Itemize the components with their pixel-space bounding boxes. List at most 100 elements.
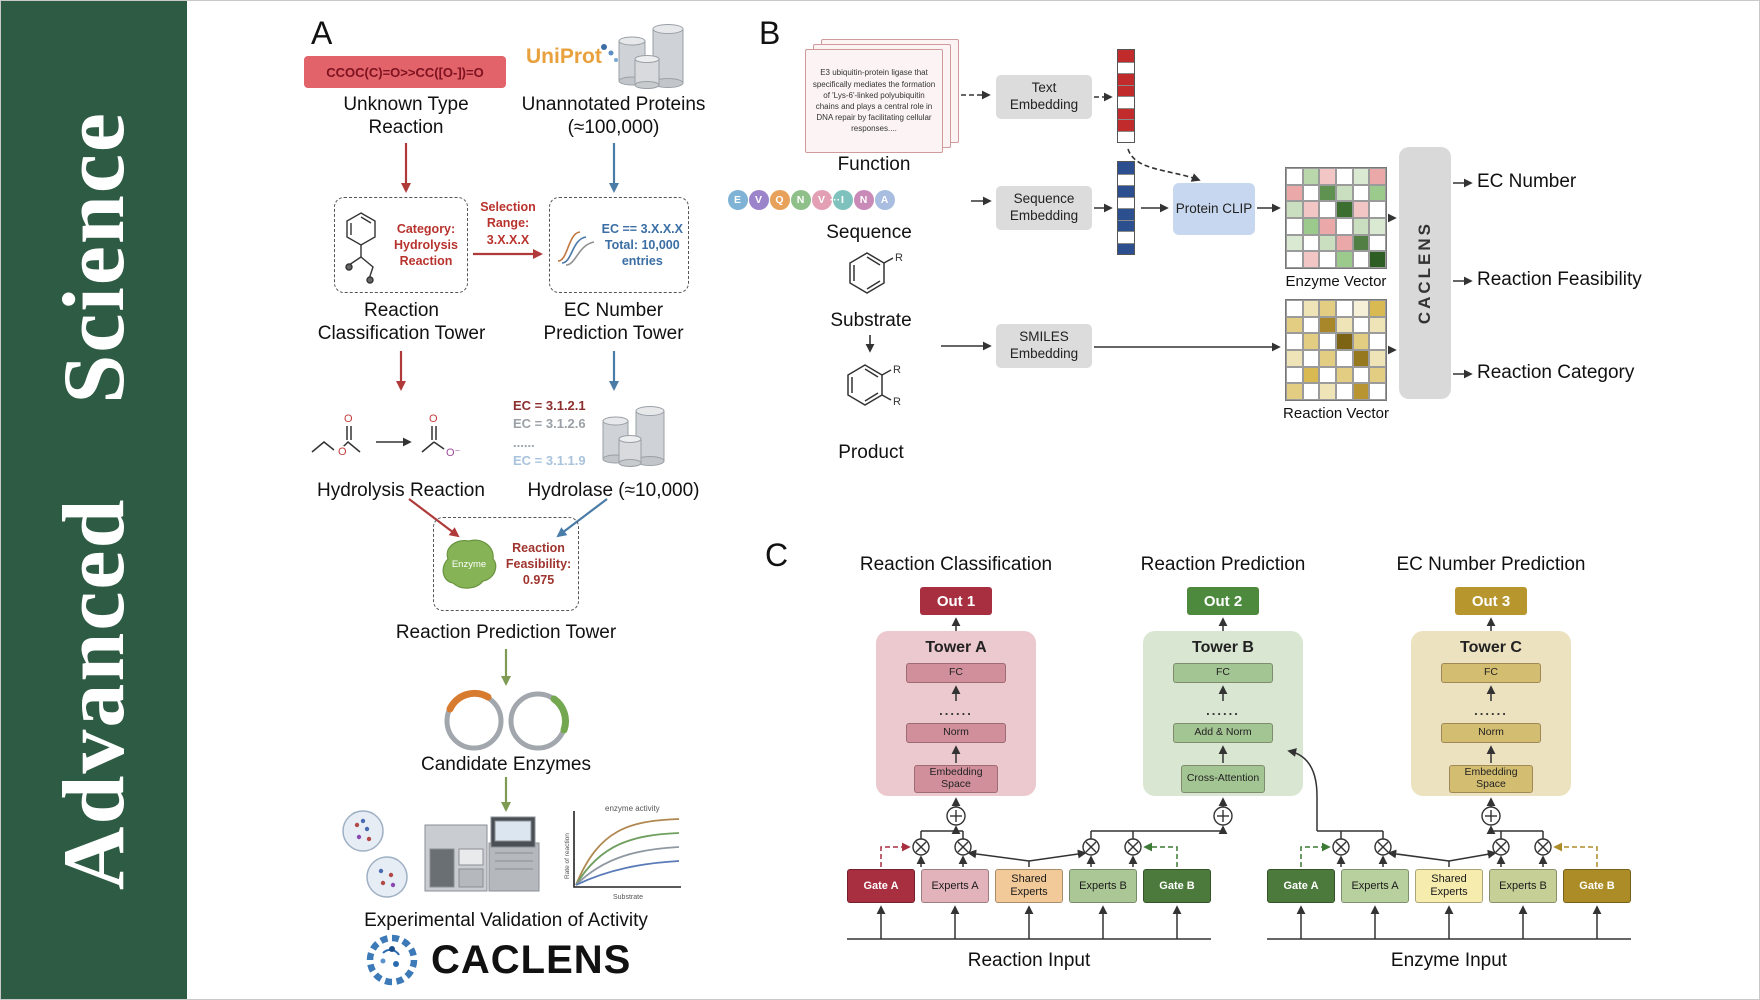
amino-acid-circle: N bbox=[790, 190, 811, 210]
feasibility-box: Enzyme Reaction Feasibility: 0.975 bbox=[433, 517, 579, 611]
category-text: Category: Hydrolysis Reaction bbox=[394, 221, 458, 269]
function-card-stack: E3 ubiquitin-protein ligase that specifi… bbox=[805, 39, 963, 159]
smiles-embedding-box: SMILES Embedding bbox=[996, 324, 1092, 368]
otimes-icon bbox=[1332, 838, 1350, 856]
text-embedding-box: Text Embedding bbox=[996, 75, 1092, 119]
function-label: Function bbox=[837, 154, 911, 175]
caclens-module-box: CACLENS bbox=[1399, 147, 1451, 399]
enzyme-experts-b-box: Experts B bbox=[1489, 869, 1557, 903]
sequence-label: Sequence bbox=[826, 222, 912, 243]
oplus-icon bbox=[1481, 806, 1501, 826]
otimes-icon bbox=[1082, 838, 1100, 856]
sum-nodes bbox=[912, 806, 1552, 856]
caclens-logo-row: CACLENS bbox=[363, 931, 631, 989]
enzyme-vector-grid bbox=[1285, 167, 1387, 269]
uniprot-logo: UniProt bbox=[526, 44, 618, 68]
tower-b: Tower B FC ...... Add & Norm Cross-Atten… bbox=[1143, 631, 1303, 796]
amino-acid-circle: N bbox=[853, 190, 874, 210]
panel-c-label: C bbox=[765, 537, 789, 573]
ec-selection-text: EC == 3.X.X.X Total: 10,000 entries bbox=[601, 221, 683, 269]
database-icon bbox=[618, 24, 684, 89]
panel-c-connectors bbox=[847, 617, 1631, 940]
function-card: E3 ubiquitin-protein ligase that specifi… bbox=[805, 49, 943, 153]
enzyme-blob-label: Enzyme bbox=[452, 559, 486, 570]
plasmid-icons bbox=[444, 689, 569, 751]
reaction-category-box: Category: Hydrolysis Reaction bbox=[334, 197, 468, 293]
tower-c: Tower C FC ...... Norm Embedding Space bbox=[1411, 631, 1571, 796]
hydrolase-label: Hydrolase (≈10,000) bbox=[527, 480, 700, 501]
plot-title: enzyme activity bbox=[605, 804, 660, 813]
reaction-input-label: Reaction Input bbox=[967, 950, 1091, 971]
embedding-space-box: Embedding Space bbox=[1449, 765, 1533, 793]
amino-acid-circle: I bbox=[832, 190, 853, 210]
cross-attention-box: Cross-Attention bbox=[1181, 765, 1265, 793]
feasibility-text: Reaction Feasibility: 0.975 bbox=[505, 540, 572, 588]
enzyme-gate-b-box: Gate B bbox=[1563, 869, 1631, 903]
panel-b-label: B bbox=[759, 15, 781, 51]
out2-box: Out 2 bbox=[1187, 587, 1259, 615]
unannotated-proteins-label: Unannotated Proteins (≈100,000) bbox=[521, 94, 706, 139]
plot-x-label: Substrate bbox=[613, 894, 643, 901]
ec-tower-label: EC Number Prediction Tower bbox=[543, 300, 684, 345]
sample-dish-icon bbox=[342, 810, 384, 852]
prediction-tower-label: Reaction Prediction Tower bbox=[395, 622, 617, 643]
out3-box: Out 3 bbox=[1455, 587, 1527, 615]
classification-tower-label: Reaction Classification Tower bbox=[317, 300, 486, 345]
product-label: Product bbox=[838, 442, 904, 463]
hplc-machine-icon bbox=[424, 816, 540, 892]
tower-a-title: Tower A bbox=[925, 639, 987, 656]
enzyme-experts-a-box: Experts A bbox=[1341, 869, 1409, 903]
amino-acid-circle: Q bbox=[769, 190, 790, 210]
tower-dots: ...... bbox=[1474, 703, 1508, 718]
enzyme-gate-a-box: Gate A bbox=[1267, 869, 1335, 903]
ec-entry: EC = 3.1.2.6 bbox=[513, 416, 586, 432]
uniprot-dot bbox=[608, 50, 614, 56]
otimes-icon bbox=[1374, 838, 1392, 856]
enzyme-blob-icon: Enzyme bbox=[442, 539, 497, 589]
text-embedding-vector bbox=[1117, 49, 1135, 143]
product-molecule: R R bbox=[847, 364, 901, 408]
protein-clip-box: Protein CLIP bbox=[1173, 183, 1255, 235]
enzyme-shared-experts-box: Shared Experts bbox=[1415, 869, 1483, 903]
activity-plot: enzyme activity Rate of reaction Substra… bbox=[564, 804, 681, 901]
amino-acid-circle: E bbox=[727, 190, 748, 210]
amino-acid-circle: V bbox=[748, 190, 769, 210]
panel-a-arrows bbox=[396, 143, 619, 812]
hydrolysis-label: Hydrolysis Reaction bbox=[317, 480, 485, 501]
panel-a-label: A bbox=[311, 15, 333, 51]
otimes-icon bbox=[954, 838, 972, 856]
output-reaction-feasibility: Reaction Feasibility bbox=[1477, 269, 1642, 290]
ec-number-list: EC = 3.1.2.1 EC = 3.1.2.6 ...... EC = 3.… bbox=[513, 397, 586, 471]
norm-box: Norm bbox=[1441, 723, 1541, 743]
oxygen-anion-atom: O⁻ bbox=[446, 447, 461, 459]
database-icon bbox=[602, 406, 665, 467]
otimes-icon bbox=[1534, 838, 1552, 856]
fc-box: FC bbox=[906, 663, 1006, 683]
r-group-label: R bbox=[895, 252, 903, 264]
otimes-icon bbox=[1492, 838, 1510, 856]
caclens-logo-icon bbox=[366, 934, 418, 986]
ec-selection-box: EC == 3.X.X.X Total: 10,000 entries bbox=[549, 197, 689, 293]
reaction-vector-label: Reaction Vector bbox=[1283, 405, 1389, 422]
selection-range-label: Selection Range: 3.X.X.X bbox=[480, 200, 536, 247]
oxygen-atom: O bbox=[344, 413, 353, 425]
enzyme-vector-label: Enzyme Vector bbox=[1285, 273, 1387, 290]
otimes-icon bbox=[1124, 838, 1142, 856]
plot-y-label: Rate of reaction bbox=[564, 833, 571, 879]
amino-acid-circle: V bbox=[811, 190, 832, 210]
hydrolysis-reaction-sketch: O O O O⁻ bbox=[311, 412, 462, 461]
curves-sketch-icon bbox=[557, 231, 595, 266]
oplus-icon bbox=[1213, 806, 1233, 826]
reaction-experts-a-box: Experts A bbox=[921, 869, 989, 903]
uniprot-wordmark: UniProt bbox=[526, 45, 602, 68]
sequence-ellipsis: ··· bbox=[829, 194, 841, 206]
r-group-label: R bbox=[893, 396, 901, 408]
sequence-embedding-box: Sequence Embedding bbox=[996, 186, 1092, 230]
amino-acid-circle: A bbox=[874, 190, 895, 210]
molecule-sketch-icon bbox=[345, 212, 376, 284]
reaction-experts-b-box: Experts B bbox=[1069, 869, 1137, 903]
